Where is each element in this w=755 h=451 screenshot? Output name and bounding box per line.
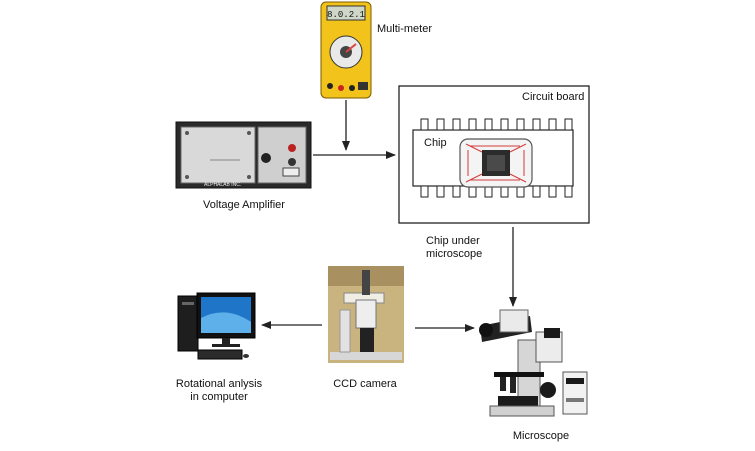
microscope-label: Microscope [512,430,570,442]
chip-pins-bottom [420,185,573,198]
chip-under-microscope-label-line2: microscope [426,248,483,260]
multimeter-label: Multi-meter [377,23,433,35]
chip-pin [548,185,557,198]
chip-pin [500,185,509,198]
chip-pin [516,118,525,131]
chip-pin [516,185,525,198]
chip-pin [564,118,573,131]
computer-image [177,292,256,360]
chip-label: Chip [424,137,447,149]
ccd-camera-image [328,266,404,363]
chip-pin [484,185,493,198]
chip-die [459,138,533,188]
amplifier-brand-text: ALPHALAB INC. [204,182,241,188]
chip-pin [452,185,461,198]
chip-pin [564,185,573,198]
chip-pin [452,118,461,131]
rotational-analysis-label-line2: in computer [190,391,248,403]
chip-pin [532,118,541,131]
chip-pin [468,118,477,131]
connection-arrows [261,100,517,332]
chip-pin [468,185,477,198]
chip-pin [532,185,541,198]
chip-pin [484,118,493,131]
circuit-board-box [398,85,590,224]
multimeter-display-text: 8.0.2.1 [327,10,365,20]
voltage-amplifier-image: ALPHALAB INC. [175,121,312,189]
chip-pin [500,118,509,131]
microscope-image [479,309,588,417]
multimeter-image: 8.0.2.1 [320,1,372,99]
ccd-camera-label: CCD camera [333,378,397,390]
chip-pin [420,118,429,131]
circuit-board-label: Circuit board [522,91,585,103]
chip-under-microscope-label-line1: Chip under [426,235,480,247]
chip-pin [420,185,429,198]
chip-pins-top [420,118,573,131]
chip-pin [436,118,445,131]
chip-pin [436,185,445,198]
chip-pin [548,118,557,131]
rotational-analysis-label-line1: Rotational anlysis [175,378,263,390]
voltage-amplifier-label: Voltage Amplifier [203,199,285,211]
